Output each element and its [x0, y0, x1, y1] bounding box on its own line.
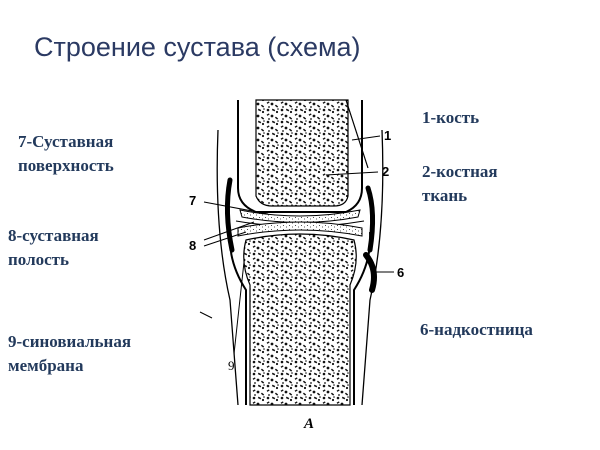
synovial-membrane-left: [224, 177, 235, 253]
callout-1: 1: [384, 128, 391, 143]
leader-line-7: [203, 201, 269, 215]
callout-2: 2: [382, 164, 389, 179]
leader-line-8b: [203, 231, 247, 247]
upper-bone-outline: [237, 100, 363, 213]
legend-text: 9-синовиальная: [8, 332, 132, 351]
legend-text: мембрана: [8, 356, 84, 375]
legend-text: ткань: [422, 186, 468, 205]
legend-text: 7-Суставная: [18, 132, 114, 151]
legend-text: 1-кость: [422, 108, 480, 127]
legend-text: 8-суставная: [8, 226, 99, 245]
callout-6: 6: [397, 265, 404, 280]
periosteum-lower-right: [363, 252, 377, 293]
legend-bone-tissue: 2-костная ткань: [422, 160, 498, 208]
slide-title: Строение сустава (схема): [34, 32, 361, 62]
leader-line-9: [233, 261, 245, 355]
callout-8: 8: [189, 238, 196, 253]
figure-caption: А: [303, 416, 314, 432]
lower-articular-cartilage: [237, 221, 363, 237]
callout-9: 9: [228, 358, 235, 373]
legend-synovial-membrane: 9-синовиальная мембрана: [8, 330, 131, 378]
legend-text: полость: [8, 250, 69, 269]
lower-bone-tissue: [243, 233, 357, 406]
articular-capsule-left: [216, 129, 239, 406]
callout-7: 7: [189, 193, 196, 208]
legend-bone: 1-кость: [422, 106, 479, 130]
legend-periosteum: 6-надкостница: [420, 318, 533, 342]
leader-line-2: [325, 171, 379, 176]
synovial-membrane-right: [365, 185, 376, 253]
legend-articular-surface: 7-Суставная поверхность: [18, 130, 114, 178]
leader-line-8a: [203, 221, 255, 241]
periosteum-upper-right: [345, 99, 369, 169]
legend-joint-cavity: 8-суставная полость: [8, 224, 99, 272]
legend-text: 6-надкостница: [420, 320, 533, 339]
legend-text: 2-костная: [422, 162, 498, 181]
upper-articular-cartilage: [239, 209, 361, 223]
legend-text: поверхность: [18, 156, 114, 175]
small-arrow-mark: [199, 311, 213, 319]
upper-bone-tissue: [255, 99, 349, 207]
leader-line-1: [351, 135, 381, 141]
